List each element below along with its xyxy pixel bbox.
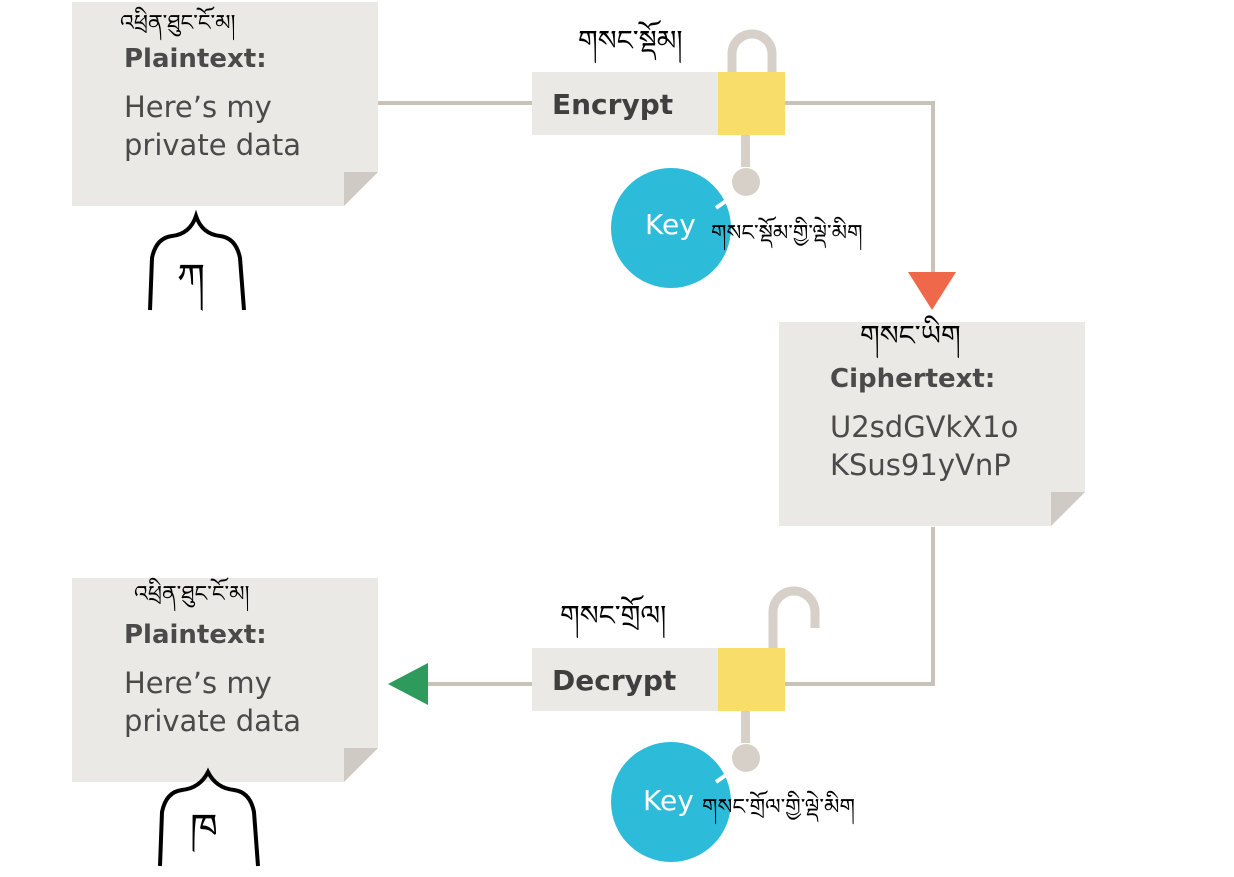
document-fold-icon: [344, 748, 378, 782]
encrypt-key-label: Key: [645, 208, 696, 241]
encrypt-tibetan-label: གསང་སྡོམ།: [578, 19, 683, 64]
document-paper: [779, 322, 1085, 526]
plaintext-top-tibetan-label: འཕྲིན་ཐུང་ངོ་མ།: [120, 6, 236, 41]
plaintext-top-title: Plaintext:: [124, 44, 267, 74]
tibetan-mark-top-letter: ཀ: [177, 256, 205, 311]
key-bow-icon: [732, 168, 760, 196]
connectors: [378, 101, 935, 686]
plaintext-document-bottom: འཕྲིན་ཐུང་ངོ་མ། Plaintext: Here’s my pri…: [72, 577, 378, 782]
document-fold-icon: [344, 172, 378, 206]
open-padlock-icon: [718, 648, 785, 711]
arrow-left-icon: [388, 663, 428, 705]
decrypt-key-tibetan: གསང་གྲོལ་གྱི་ལྡེ་མིག: [702, 790, 855, 825]
open-lock-shackle-icon: [768, 586, 820, 648]
document-paper: [72, 2, 378, 206]
ciphertext-tibetan-label: གསང་ཡིག: [860, 315, 961, 359]
key-shaft-icon: [741, 135, 750, 167]
encrypt-box: [532, 72, 718, 135]
key-circle-icon: [611, 742, 731, 862]
decrypt-block: གསང་གྲོལ། Decrypt Key གསང་གྲོལ་གྱི་ལྡེ་མ…: [532, 586, 855, 862]
padlock-icon: [718, 72, 785, 135]
decrypt-box: [532, 648, 718, 711]
encrypt-label: Encrypt: [552, 88, 673, 121]
key-shaft-icon: [741, 711, 750, 743]
tibetan-mark-bottom: ཁ: [158, 767, 260, 867]
connector-ciphertext-to-decrypt: [785, 527, 935, 686]
plaintext-top-line1: Here’s my: [124, 90, 272, 124]
key-circle-icon: [611, 168, 731, 288]
tibetan-mark-bottom-letter: ཁ: [190, 806, 218, 853]
ciphertext-document: གསང་ཡིག Ciphertext: U2sdGVkX1o KSus91yVn…: [779, 315, 1085, 526]
ciphertext-line1: U2sdGVkX1o: [830, 410, 1018, 444]
plaintext-bottom-line1: Here’s my: [124, 666, 272, 700]
plaintext-bottom-line2: private data: [124, 704, 301, 738]
ciphertext-title: Ciphertext:: [830, 364, 995, 394]
ciphertext-line2: KSus91yVnP: [830, 448, 1011, 482]
decrypt-label: Decrypt: [552, 664, 676, 697]
plaintext-document-top: འཕྲིན་ཐུང་ངོ་མ། Plaintext: Here’s my pri…: [72, 2, 378, 206]
decrypt-key-label: Key: [643, 784, 694, 817]
key-ring-link-icon: [714, 766, 738, 784]
arch-bracket-icon: [158, 767, 260, 867]
plaintext-bottom-tibetan-label: འཕྲིན་ཐུང་ངོ་མ།: [134, 577, 250, 612]
key-ring-link-icon: [714, 192, 738, 210]
plaintext-top-line2: private data: [124, 128, 301, 162]
arrow-down-icon: [908, 272, 956, 310]
encrypt-block: གསང་སྡོམ། Encrypt Key གསང་སྡོམ་གྱི་ལྡེ་མ…: [532, 19, 863, 288]
arch-bracket-icon: [148, 209, 246, 311]
key-bow-icon: [732, 744, 760, 772]
encrypt-key-tibetan: གསང་སྡོམ་གྱི་ལྡེ་མིག: [711, 216, 863, 251]
plaintext-bottom-title: Plaintext:: [124, 620, 267, 650]
tibetan-mark-top: ཀ: [148, 209, 246, 311]
connector-encrypt-to-ciphertext: [785, 101, 935, 275]
document-fold-icon: [1051, 492, 1085, 526]
decrypt-tibetan-label: གསང་གྲོལ།: [560, 594, 666, 639]
document-paper: [72, 578, 378, 782]
lock-shackle-icon: [727, 29, 777, 72]
